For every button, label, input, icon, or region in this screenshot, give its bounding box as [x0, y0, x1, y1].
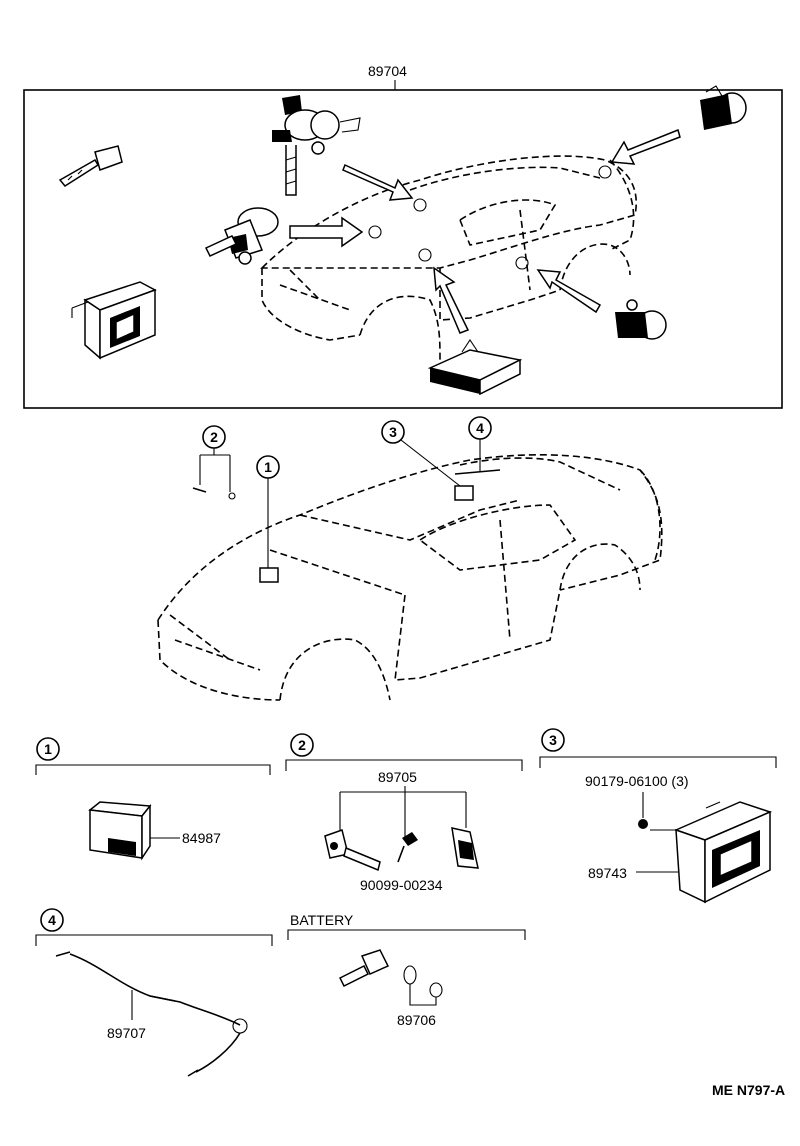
- svg-text:2: 2: [298, 737, 306, 753]
- svg-text:4: 4: [476, 420, 484, 436]
- relay-84987: [88, 801, 152, 861]
- battery-cell-left: [403, 965, 417, 985]
- trunk-lock-cylinder: [700, 85, 747, 130]
- svg-text:1: 1: [44, 741, 52, 757]
- svg-text:3: 3: [389, 424, 397, 440]
- svg-text:3: 3: [549, 732, 557, 748]
- svg-text:2: 2: [210, 429, 218, 445]
- section-battery: BATTERY 89706: [287, 912, 526, 1028]
- wire-harness-89707: [55, 951, 248, 1077]
- label-89706: 89706: [397, 1012, 436, 1028]
- key-icon-top: [58, 145, 123, 187]
- label-89707: 89707: [107, 1025, 146, 1041]
- section-4: 4 89707: [35, 908, 273, 1077]
- pointer-arrows: [289, 128, 681, 334]
- callout-4: 4: [468, 416, 492, 472]
- label-89743: 89743: [588, 865, 627, 881]
- door-lock-switch: [615, 299, 667, 340]
- callout-3: 3: [381, 420, 461, 487]
- label-89704: 89704: [368, 63, 407, 79]
- ecu-module-top: [71, 281, 157, 360]
- ecu-89743: [650, 801, 773, 904]
- top-group-box: [23, 89, 783, 409]
- vehicle-outline-main: [157, 453, 663, 701]
- section-3: 3 90179-06100 (3) 89743: [539, 728, 777, 904]
- ignition-lock-cylinder: [204, 207, 279, 265]
- drawing-code: ME N797-A: [712, 1082, 785, 1098]
- label-90099-00234: 90099-00234: [360, 877, 443, 893]
- label-90179-06100: 90179-06100 (3): [585, 773, 689, 789]
- label-89705: 89705: [378, 769, 417, 785]
- label-84987: 84987: [182, 830, 221, 846]
- svg-text:1: 1: [264, 459, 272, 475]
- callout-2: 2: [192, 425, 236, 500]
- switch-89705: [451, 827, 479, 869]
- section-1: 1 84987: [35, 737, 271, 861]
- section-2: 2 89705 90099-00234: [285, 733, 523, 893]
- key-89705: [324, 829, 381, 872]
- callout-1: 1: [256, 455, 280, 568]
- key-icon-battery: [338, 949, 390, 988]
- screw-90099-00234: [397, 832, 418, 863]
- label-battery: BATTERY: [290, 912, 354, 928]
- hood-courtesy-switch: [427, 339, 523, 396]
- battery-cell-right: [429, 982, 443, 998]
- vehicle-outline-top: [260, 155, 637, 361]
- door-lock-cylinder: [272, 95, 361, 196]
- svg-text:4: 4: [48, 912, 56, 928]
